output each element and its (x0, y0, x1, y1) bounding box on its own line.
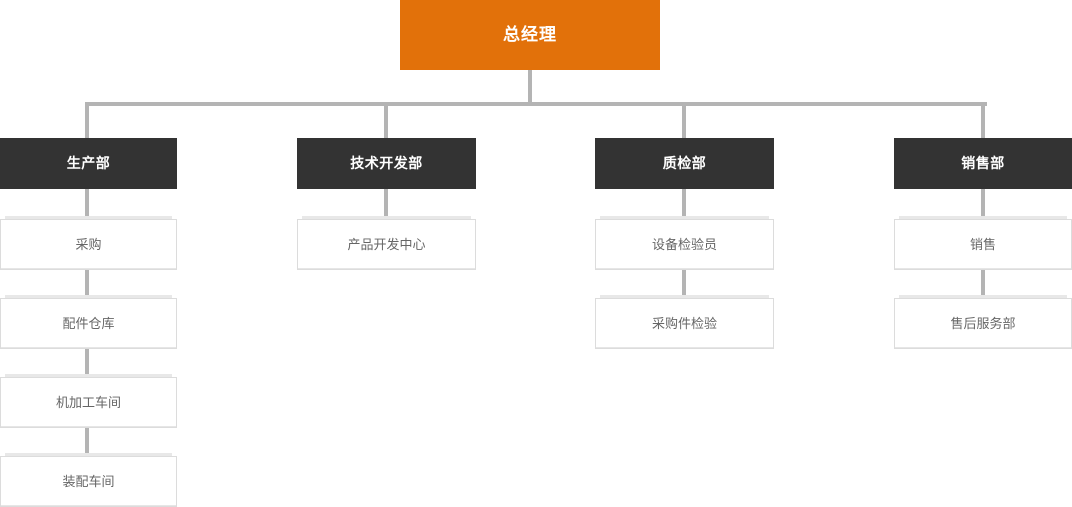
node-leaf-equipment-inspector[interactable]: 设备检验员 (595, 216, 774, 270)
connector-production-3 (85, 349, 89, 381)
connector-production-4 (85, 428, 89, 460)
connector-sales-1 (981, 189, 985, 223)
node-leaf-product-development-center[interactable]: 产品开发中心 (297, 216, 476, 270)
connector-quality-1 (682, 189, 686, 223)
node-leaf-machining-workshop[interactable]: 机加工车间 (0, 374, 177, 428)
node-label: 总经理 (503, 24, 557, 44)
connector-sales-2 (981, 270, 985, 302)
connector-bus-horizontal (85, 102, 987, 106)
connector-technical-1 (384, 189, 388, 223)
node-label: 采购 (75, 236, 102, 252)
connector-drop-technical (384, 102, 388, 140)
connector-root-stem (528, 70, 532, 106)
node-leaf-after-sales-service[interactable]: 售后服务部 (894, 295, 1072, 349)
node-label: 技术开发部 (350, 155, 423, 172)
node-label: 销售 (969, 236, 996, 252)
node-dept-sales[interactable]: 销售部 (894, 138, 1072, 189)
node-label: 设备检验员 (651, 236, 717, 252)
node-dept-production[interactable]: 生产部 (0, 138, 177, 189)
connector-drop-sales (981, 102, 985, 140)
node-label: 装配车间 (62, 473, 115, 489)
node-dept-quality-inspection[interactable]: 质检部 (595, 138, 774, 189)
connector-production-1 (85, 189, 89, 223)
connector-quality-2 (682, 270, 686, 302)
node-label: 质检部 (662, 155, 707, 172)
node-label: 采购件检验 (651, 315, 717, 331)
node-leaf-parts-warehouse[interactable]: 配件仓库 (0, 295, 177, 349)
node-dept-technical-development[interactable]: 技术开发部 (297, 138, 476, 189)
node-label: 产品开发中心 (347, 236, 426, 252)
node-label: 生产部 (66, 155, 111, 172)
node-label: 机加工车间 (55, 394, 121, 410)
node-leaf-assembly-workshop[interactable]: 装配车间 (0, 453, 177, 507)
node-leaf-purchased-parts-inspection[interactable]: 采购件检验 (595, 295, 774, 349)
node-label: 售后服务部 (950, 315, 1016, 331)
connector-drop-production (85, 102, 89, 140)
node-root-general-manager[interactable]: 总经理 (400, 0, 660, 70)
connector-production-2 (85, 270, 89, 302)
node-label: 销售部 (961, 155, 1005, 172)
node-leaf-sales[interactable]: 销售 (894, 216, 1072, 270)
node-label: 配件仓库 (62, 315, 115, 331)
connector-drop-quality (682, 102, 686, 140)
node-leaf-purchasing[interactable]: 采购 (0, 216, 177, 270)
